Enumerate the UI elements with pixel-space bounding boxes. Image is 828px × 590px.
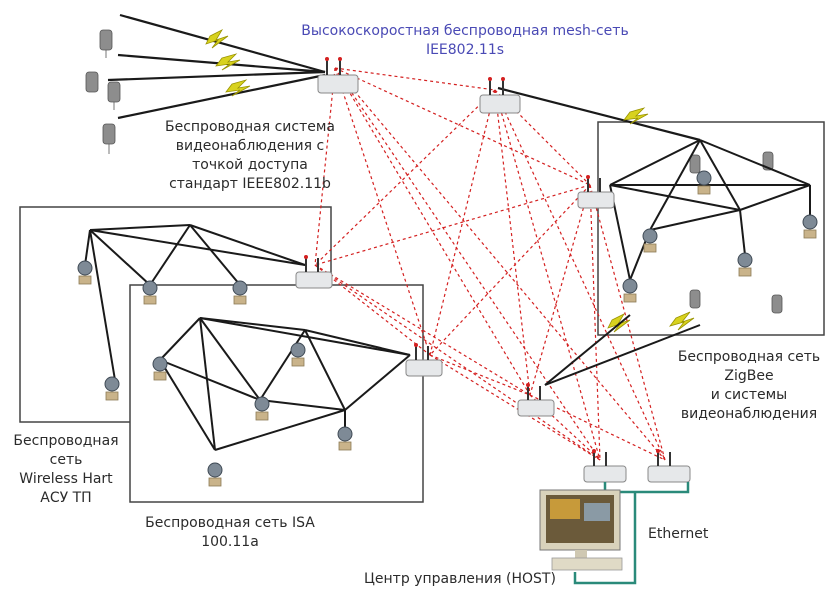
mesh-title-line2: IEE802.11s bbox=[425, 42, 505, 58]
video-system-label: Беспроводная система видеонаблюдения с т… bbox=[140, 118, 360, 194]
video-system-line4: стандарт IEEE802.11b bbox=[169, 176, 331, 192]
camera-icons bbox=[85, 29, 783, 314]
wireless-hart-links bbox=[84, 224, 306, 381]
mesh-title-line1: Высокоскоростная беспроводная mesh-сеть bbox=[301, 23, 629, 39]
isa-network-box bbox=[129, 284, 424, 503]
zigbee-line1: Беспроводная сеть bbox=[677, 349, 821, 365]
isa-label: Беспроводная сеть ISA 100.11a bbox=[130, 514, 330, 552]
access-point-icons bbox=[295, 57, 691, 483]
ethernet-cable bbox=[573, 482, 690, 585]
video-system-line1: Беспроводная система bbox=[164, 119, 336, 135]
wireless-hart-line1: Беспроводная bbox=[13, 433, 119, 449]
wireless-hart-line2: сеть bbox=[49, 452, 83, 468]
zigbee-network-box bbox=[597, 121, 825, 336]
radio-bolt-icons bbox=[205, 29, 695, 333]
wireless-hart-label: Беспроводная сеть Wireless Hart АСУ ТП bbox=[2, 432, 130, 508]
video-system-line2: видеонаблюдения с bbox=[175, 138, 325, 154]
zigbee-line2: ZigBee bbox=[724, 368, 774, 384]
zigbee-links bbox=[544, 139, 811, 386]
wireless-hart-line3: Wireless Hart bbox=[19, 471, 113, 487]
zigbee-line4: видеонаблюдения bbox=[680, 406, 818, 422]
mesh-network-title: Высокоскоростная беспроводная mesh-сеть … bbox=[250, 22, 680, 60]
isa-line1: Беспроводная сеть ISA bbox=[145, 515, 315, 531]
host-label: Центр управления (HOST) bbox=[364, 571, 556, 587]
mesh-links bbox=[314, 67, 666, 461]
ethernet-label: Ethernet bbox=[648, 526, 709, 542]
zigbee-line3: и системы bbox=[710, 387, 788, 403]
sensor-node-icons bbox=[77, 170, 818, 478]
host-computer-icon bbox=[539, 489, 623, 571]
zigbee-label: Беспроводная сеть ZigBee и системы видео… bbox=[660, 348, 828, 424]
isa-links bbox=[159, 317, 411, 451]
wireless-hart-line4: АСУ ТП bbox=[40, 490, 92, 506]
isa-line2: 100.11a bbox=[201, 534, 259, 550]
sensor-base-icons bbox=[78, 185, 817, 487]
video-system-line3: точкой доступа bbox=[192, 157, 308, 173]
